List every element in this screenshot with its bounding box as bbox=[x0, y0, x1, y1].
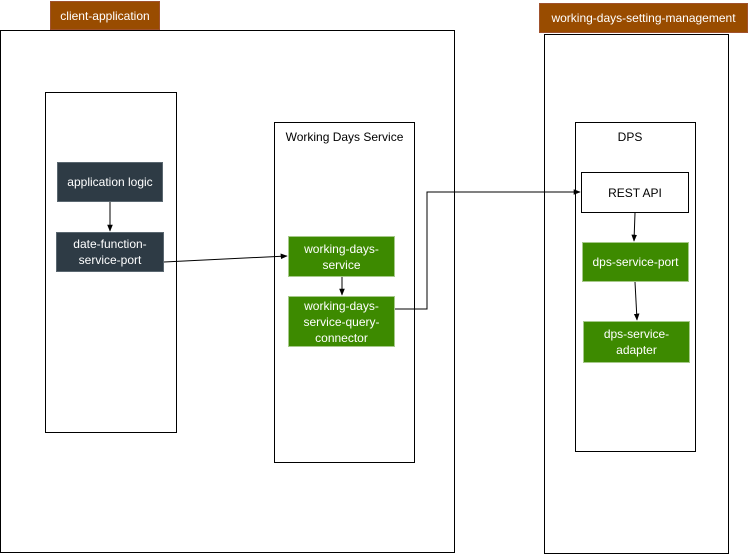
dps-service-adapter-node: dps-service-adapter bbox=[583, 321, 690, 363]
working-days-setting-management-tag: working-days-setting-management bbox=[539, 3, 748, 33]
client-application-tag: client-application bbox=[50, 1, 160, 30]
working-days-service-node: working-days-service bbox=[288, 236, 395, 277]
dps-container-label: DPS bbox=[617, 130, 643, 144]
date-function-service-port-node: date-function-service-port bbox=[56, 232, 164, 272]
working-days-service-query-connector-node: working-days-service-query-connector bbox=[288, 296, 395, 347]
application-logic-node: application logic bbox=[57, 162, 163, 202]
rest-api-node: REST API bbox=[581, 172, 689, 213]
working-days-service-container-label: Working Days Service bbox=[285, 130, 404, 144]
dps-service-port-node: dps-service-port bbox=[582, 242, 689, 282]
working-days-service-container bbox=[274, 122, 415, 463]
